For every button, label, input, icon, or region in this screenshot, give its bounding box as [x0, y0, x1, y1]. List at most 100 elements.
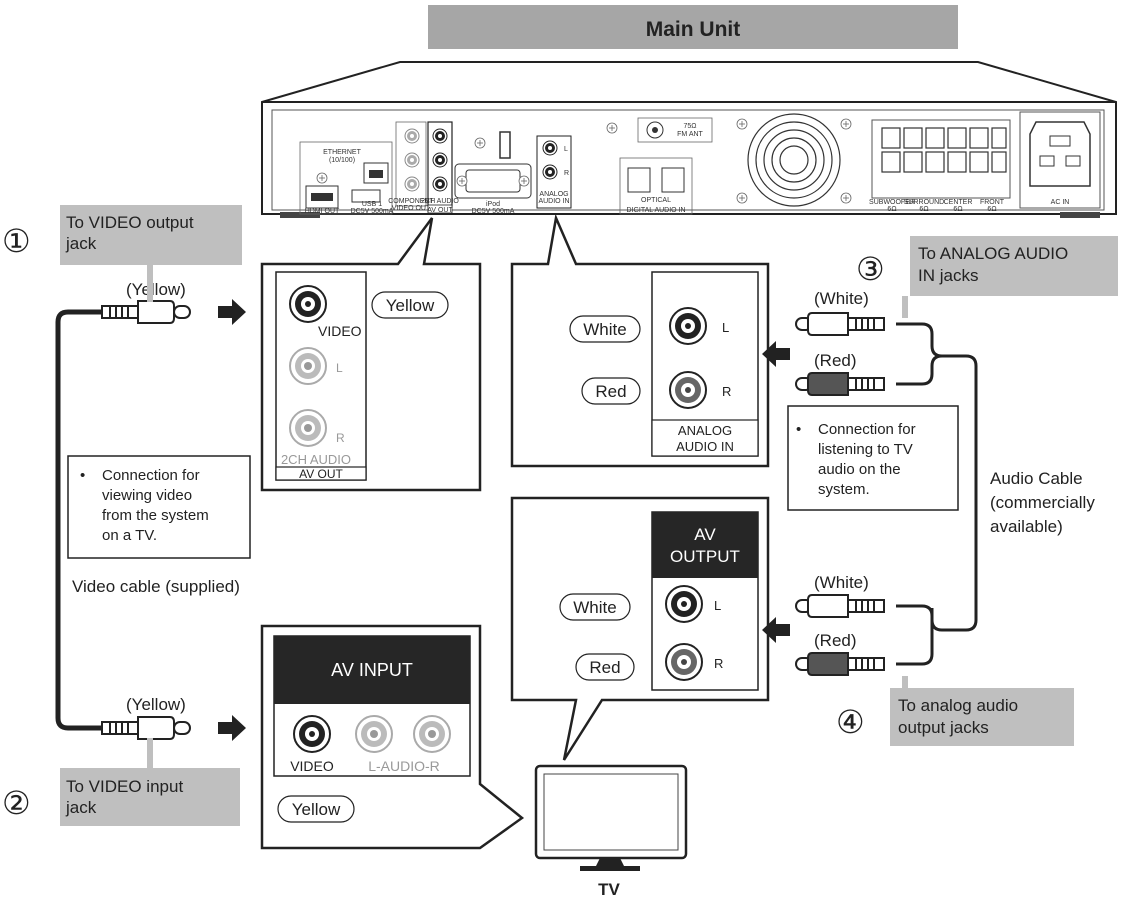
svg-text:Yellow: Yellow	[386, 296, 435, 315]
tv-icon: TV	[534, 764, 688, 899]
ipod-label: iPod	[486, 201, 500, 208]
white-badge-top: White	[569, 315, 641, 343]
red-plug-top-icon	[795, 372, 885, 396]
av-input-callout: AV INPUT VIDEO L-AUDIO-R Yellow	[260, 624, 525, 850]
analog-line1: ANALOG	[678, 423, 732, 438]
svg-text:Red: Red	[589, 658, 620, 677]
av-out-2ch-audio-label: 2CH AUDIO	[281, 452, 351, 467]
ohm-label-1: 6Ω	[887, 206, 896, 213]
yellow-label-top: (Yellow)	[126, 280, 186, 299]
analog-r-label: R	[722, 384, 731, 399]
component-label: COMPONENT	[388, 198, 434, 205]
step-2-text-1: To VIDEO input	[66, 777, 183, 796]
audio-r-jack-icon	[289, 409, 327, 447]
svg-text:Red: Red	[595, 382, 626, 401]
tv-video-in-jack-icon	[293, 715, 331, 753]
av-output-callout: AV OUTPUT L R White Red	[510, 496, 770, 761]
audio-note-line-4: system.	[818, 481, 870, 498]
panel-2ch-audio-label: 2CH AUDIO	[421, 198, 459, 205]
svg-text:White: White	[573, 598, 616, 617]
panel-analog-l: L	[564, 146, 568, 153]
svg-text:Yellow: Yellow	[292, 800, 341, 819]
ohm-label-2: 6Ω	[919, 206, 928, 213]
usb-label: USB 1	[362, 201, 382, 208]
panel-analog-r: R	[564, 170, 569, 177]
red-badge-bottom: Red	[575, 653, 635, 681]
center-label: CENTER	[944, 199, 973, 206]
main-unit-title: Main Unit	[646, 18, 741, 41]
fm-ant-label: FM ANT	[677, 131, 703, 138]
video-plug-top-icon	[101, 300, 191, 324]
video-cable	[55, 299, 246, 741]
tv-audio-r-in-jack-icon	[413, 715, 451, 753]
video-connection-note: • Connection for viewing video from the …	[67, 455, 251, 559]
fan-grille	[747, 113, 841, 207]
red-label-bottom: (Red)	[814, 631, 857, 650]
analog-audio-in-callout: L R ANALOG AUDIO IN White Red	[510, 213, 770, 468]
tv-audio-l-jack-icon	[665, 585, 703, 623]
step-2-number: ②	[2, 785, 31, 821]
step-4: To analog audio output jacks ④	[836, 676, 1074, 746]
white-plug-bottom-icon	[795, 594, 885, 618]
white-label-bottom: (White)	[814, 573, 869, 592]
step-3-text-2: IN jacks	[918, 266, 978, 285]
white-label-top: (White)	[814, 289, 869, 308]
av-output-r-label: R	[714, 656, 723, 671]
av-out-callout: VIDEO L R 2CH AUDIO AV OUT Yellow	[260, 217, 482, 492]
av-input-video-label: VIDEO	[290, 758, 334, 774]
step-4-number: ④	[836, 704, 865, 740]
ipod-power-label: DC5V 500mA	[472, 208, 515, 215]
surround-label: SURROUND	[904, 199, 944, 206]
main-unit-rear-panel: ETHERNET (10/100) HDMI OUT USB 1 DC5V 50…	[261, 61, 1117, 218]
svg-text:•: •	[80, 467, 85, 484]
av-input-audio-label: L-AUDIO-R	[368, 758, 440, 774]
hdmi-out-label: HDMI OUT	[305, 208, 340, 215]
speaker-terminals	[881, 127, 1007, 173]
av-out-r-label: R	[336, 431, 345, 445]
step-1-number: ①	[2, 223, 31, 259]
usb-power-label: DC5V 500mA	[351, 208, 394, 215]
audio-note-line-3: audio on the	[818, 461, 901, 478]
tv-audio-l-in-jack-icon	[355, 715, 393, 753]
step-1: ① To VIDEO output jack	[2, 205, 242, 302]
video-plug-bottom-icon	[101, 716, 191, 740]
panel-analog-label: ANALOG	[539, 191, 568, 198]
audio-note-line-2: listening to TV	[818, 441, 913, 458]
av-output-l-label: L	[714, 598, 721, 613]
fm-ohm-label: 75Ω	[683, 123, 696, 130]
analog-line2: AUDIO IN	[676, 439, 734, 454]
tv-label: TV	[598, 880, 620, 899]
video-note-line-2: viewing video	[102, 487, 192, 504]
step-4-text-2: output jacks	[898, 718, 989, 737]
av-output-title-1: AV	[694, 525, 716, 544]
step-3: To ANALOG AUDIO IN jacks ③	[856, 236, 1118, 318]
av-out-label: AV OUT	[299, 467, 343, 481]
step-3-number: ③	[856, 251, 885, 287]
ohm-label-3: 6Ω	[953, 206, 962, 213]
subwoofer-label: SUBWOOFER	[869, 199, 915, 206]
audio-cable-label-3: available)	[990, 517, 1063, 536]
step-2: To VIDEO input jack ②	[2, 738, 240, 826]
arrow-to-av-input-icon	[218, 715, 246, 741]
video-note-line-1: Connection for	[102, 467, 200, 484]
tv-audio-r-jack-icon	[665, 643, 703, 681]
video-note-line-3: from the system	[102, 507, 209, 524]
svg-text:White: White	[583, 320, 626, 339]
step-1-text-2: jack	[65, 234, 97, 253]
audio-l-jack-icon	[289, 347, 327, 385]
red-plug-bottom-icon	[795, 652, 885, 676]
audio-cable	[762, 312, 978, 676]
audio-connection-note: • Connection for listening to TV audio o…	[787, 405, 959, 511]
front-label: FRONT	[980, 199, 1005, 206]
av-out-video-label: VIDEO	[318, 323, 362, 339]
av-out-l-label: L	[336, 361, 343, 375]
arrow-to-av-out-icon	[218, 299, 246, 325]
panel-audio-in-label: AUDIO IN	[538, 198, 569, 205]
video-note-line-4: on a TV.	[102, 527, 157, 544]
step-3-text-1: To ANALOG AUDIO	[918, 244, 1068, 263]
analog-l-jack-icon	[669, 307, 707, 345]
ac-in-label: AC IN	[1051, 199, 1070, 206]
av-input-title: AV INPUT	[331, 660, 413, 680]
main-unit-title-box: Main Unit	[428, 5, 958, 49]
